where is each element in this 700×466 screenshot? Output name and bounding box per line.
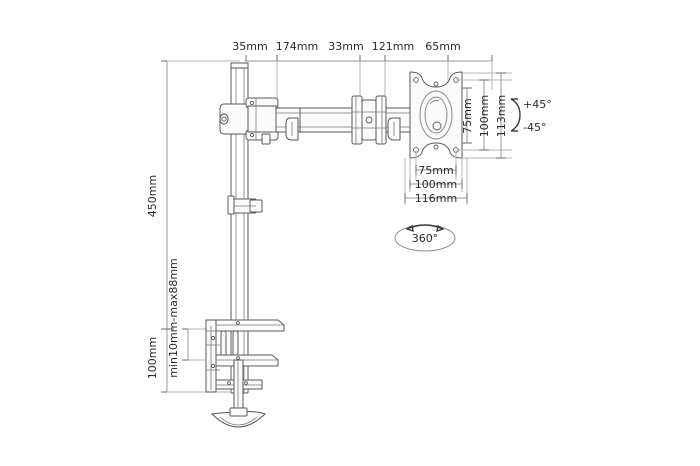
- vesa-vdim-label-75: 75mm: [461, 98, 474, 133]
- top-dim-label-4: 65mm: [425, 40, 460, 53]
- arm-middle-joint: [351, 95, 387, 145]
- tilt-angle-positive-label: +45°: [523, 98, 552, 111]
- left-dim-label-100: 100mm: [146, 337, 159, 379]
- vesa-horizontal-dimension-group: 75mm 100mm 116mm: [404, 150, 468, 205]
- vesa-vertical-dimension-group: 75mm 100mm 113mm: [456, 72, 512, 159]
- vesa-mounting-plate: [409, 71, 463, 159]
- rotation-label: 360°: [412, 232, 439, 245]
- left-dim-label-450: 450mm: [146, 175, 159, 217]
- base-height-dimension-group: 100mm: [146, 328, 174, 392]
- tilt-angle-negative-label: -45°: [523, 121, 546, 134]
- pole-collar-stop: [227, 195, 263, 215]
- vesa-hdim-label-100: 100mm: [415, 178, 457, 191]
- tilt-angle-indicator: +45° -45°: [510, 98, 552, 134]
- top-dim-label-1: 174mm: [276, 40, 318, 53]
- vertical-pole: [230, 62, 249, 394]
- vesa-hdim-label-116: 116mm: [415, 192, 457, 205]
- rotation-indicator: 360°: [394, 224, 456, 252]
- arm-segment-1: [275, 107, 353, 141]
- arm-pole-clamp: [219, 97, 279, 145]
- top-dim-label-0: 35mm: [232, 40, 267, 53]
- vesa-vdim-label-100: 100mm: [478, 95, 491, 137]
- left-dim-label-clamp-range: min10mm-max88mm: [167, 258, 180, 378]
- vesa-hdim-label-75: 75mm: [418, 164, 453, 177]
- vesa-vdim-label-113: 113mm: [495, 95, 508, 137]
- top-dimension-labels: 35mm 174mm 33mm 121mm 65mm: [232, 40, 460, 53]
- top-dim-label-2: 33mm: [328, 40, 363, 53]
- desk-clamp-assembly: [205, 319, 285, 428]
- top-dim-label-3: 121mm: [372, 40, 414, 53]
